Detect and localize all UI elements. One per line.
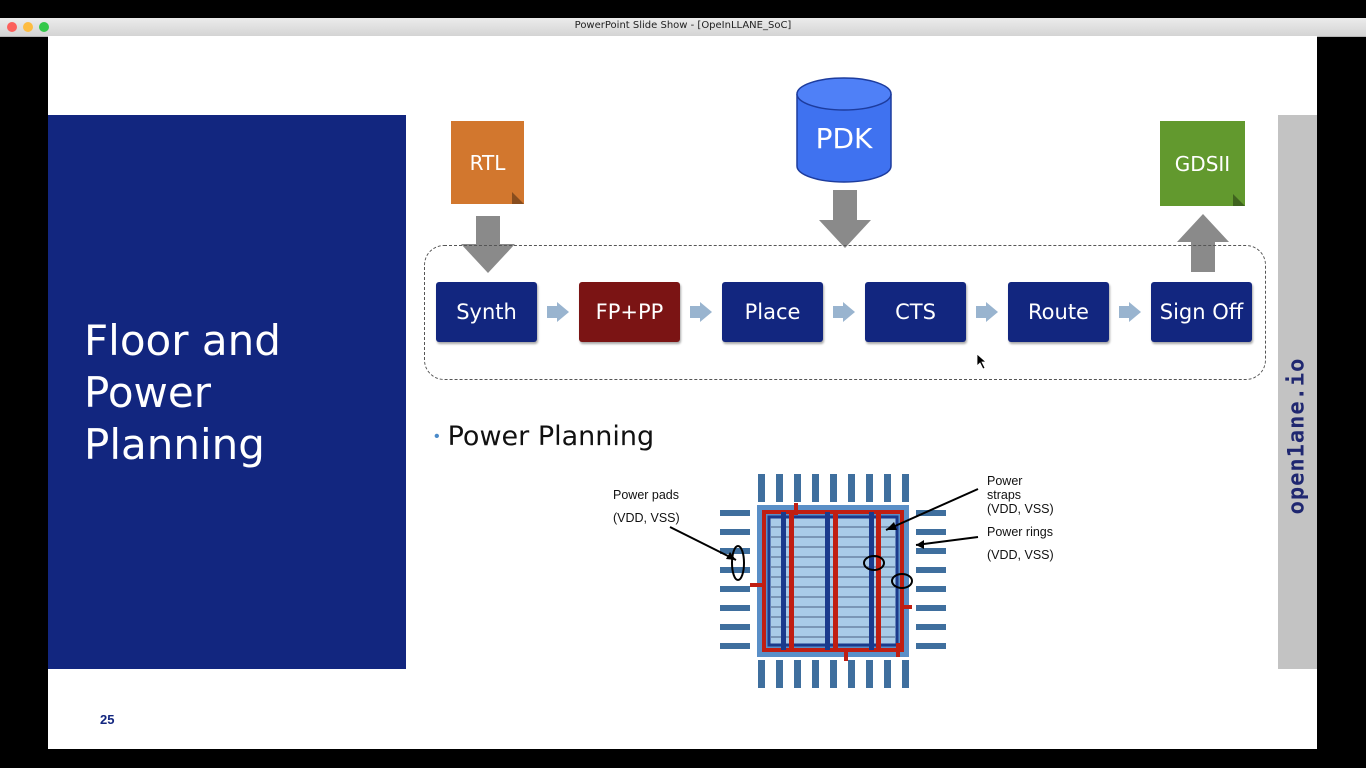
rtl-label: RTL [469, 150, 506, 175]
gdsii-label: GDSII [1174, 151, 1231, 176]
slide-title-line: Planning [84, 420, 265, 469]
slide[interactable]: Floor and Power Planning 25 open1ane.io … [48, 36, 1317, 749]
pdk-label: PDK [816, 122, 873, 155]
bullet-text: Power Planning [447, 421, 655, 452]
pdk-database-icon: PDK [796, 77, 892, 183]
power-pads-label: Power pads [613, 488, 680, 502]
maximize-window-button[interactable] [39, 22, 49, 32]
gdsii-note: GDSII [1160, 121, 1245, 206]
power-straps-label-1: Power [987, 474, 1023, 488]
window-titlebar: PowerPoint Slide Show - [OpeInLLANE_SoC] [0, 18, 1366, 37]
flow-container [424, 245, 1266, 380]
close-window-button[interactable] [7, 22, 17, 32]
power-pads-nets-label: (VDD, VSS) [613, 511, 680, 525]
power-rings-nets-label: (VDD, VSS) [987, 548, 1054, 562]
window-title: PowerPoint Slide Show - [OpeInLLANE_SoC] [574, 20, 792, 31]
slide-title-line: Power [84, 368, 211, 417]
title-panel: Floor and Power Planning [48, 115, 406, 669]
rtl-note: RTL [451, 121, 524, 204]
bullet-item: • Power Planning [434, 421, 654, 452]
stage-place[interactable]: Place [722, 282, 823, 342]
power-straps-label-2: straps [987, 488, 1022, 502]
mouse-cursor-icon [977, 354, 987, 370]
stage-synth[interactable]: Synth [436, 282, 537, 342]
minimize-window-button[interactable] [23, 22, 33, 32]
stage-fp-pp[interactable]: FP+PP [579, 282, 680, 342]
rtl-down-arrow-icon [461, 216, 515, 273]
stage-sign-off[interactable]: Sign Off [1151, 282, 1252, 342]
stage-cts[interactable]: CTS [865, 282, 966, 342]
pdk-down-arrow-icon [819, 190, 871, 248]
power-planning-diagram [720, 474, 946, 688]
callout-lines [669, 488, 979, 561]
stage-route[interactable]: Route [1008, 282, 1109, 342]
slide-title-line: Floor and [84, 316, 281, 365]
bullet-icon: • [434, 427, 440, 445]
power-straps-nets-label: (VDD, VSS) [987, 502, 1054, 516]
slide-title: Floor and Power Planning [84, 315, 384, 471]
brand-bar [1278, 115, 1317, 669]
gdsii-up-arrow-icon [1177, 214, 1229, 272]
slide-number: 25 [100, 712, 115, 727]
brand-logo-text: open1ane.io [1284, 357, 1310, 515]
power-rings-label: Power rings [987, 525, 1053, 539]
